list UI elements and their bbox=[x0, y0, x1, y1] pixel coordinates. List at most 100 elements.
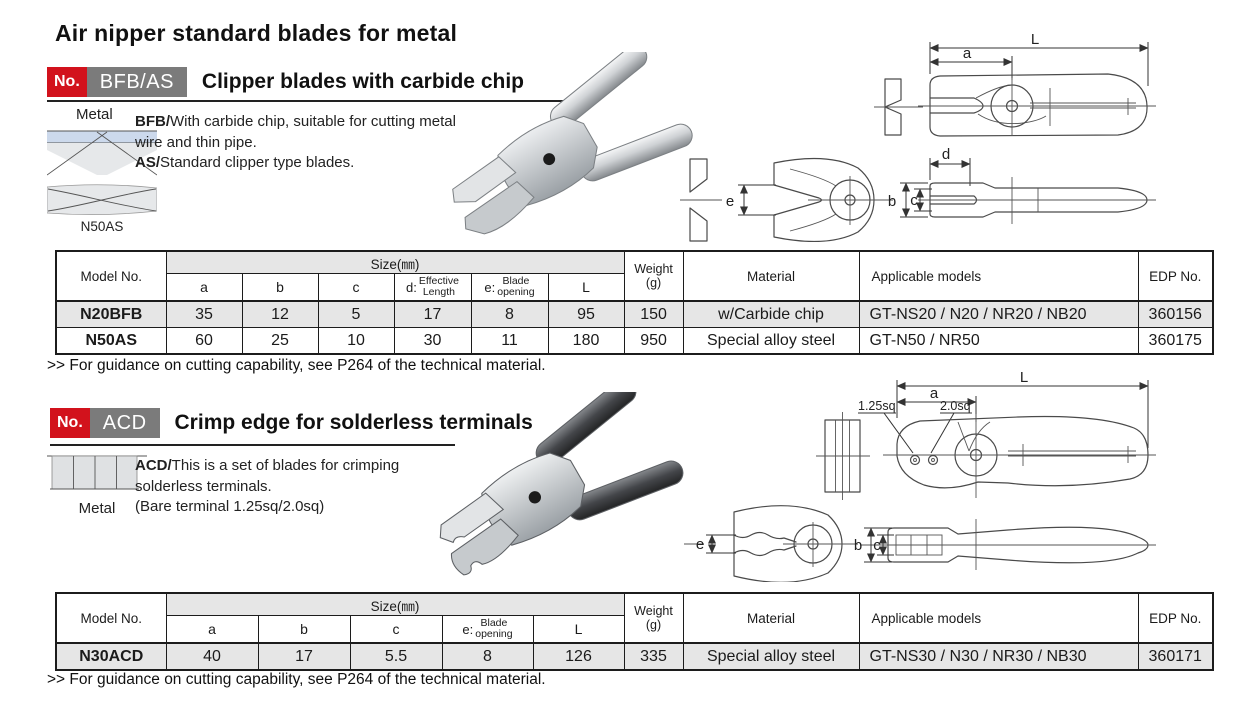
svg-text:e: e bbox=[726, 193, 734, 210]
series-code-badge: BFB/AS bbox=[86, 67, 187, 97]
col-header-c: c bbox=[317, 273, 395, 302]
dimension-e: e bbox=[726, 184, 776, 216]
title-underline bbox=[47, 100, 570, 102]
blade-section-symbol bbox=[816, 412, 870, 500]
technical-drawing-bfb: L a bbox=[680, 31, 1156, 242]
no-badge: No. bbox=[47, 67, 87, 97]
dimension-b: b bbox=[888, 182, 928, 218]
crimp-edge-diagram bbox=[47, 455, 147, 490]
cell-b: 17 bbox=[257, 642, 351, 671]
col-header-material: Material bbox=[682, 592, 860, 644]
description-line: ACD/This is a set of blades for crimping… bbox=[135, 456, 455, 497]
cell-L: 180 bbox=[547, 327, 625, 355]
cut-material-band bbox=[47, 131, 157, 143]
cell-model: N30ACD bbox=[55, 642, 167, 671]
product-description: BFB/With carbide chip, suitable for cutt… bbox=[135, 112, 487, 174]
crimp-band bbox=[51, 455, 138, 490]
cell-model: N50AS bbox=[55, 327, 167, 355]
pivot-hole bbox=[528, 491, 542, 504]
cell-L: 126 bbox=[532, 642, 625, 671]
cell-a: 60 bbox=[165, 327, 243, 355]
front-view bbox=[684, 505, 858, 582]
description-text: This is a set of blades for crimping sol… bbox=[135, 457, 400, 495]
spec-table-bfb-as: Model No. Size(㎜) Weight(g) Material App… bbox=[55, 250, 1215, 355]
table-row: N20BFB 35 12 5 17 8 95 150 w/Carbide chi… bbox=[55, 300, 1214, 328]
col-header-edp: EDP No. bbox=[1137, 250, 1214, 302]
description-text: (Bare terminal 1.25sq/2.0sq) bbox=[135, 498, 325, 516]
front-view bbox=[773, 157, 893, 242]
cell-c: 5 bbox=[317, 300, 395, 328]
upper-crimp-blade bbox=[439, 492, 505, 544]
col-header-applicable: Applicable models bbox=[858, 250, 1139, 302]
svg-text:b: b bbox=[854, 537, 862, 554]
material-label: Metal bbox=[78, 500, 116, 517]
blade-section-symbol bbox=[874, 78, 923, 136]
dimension-e: e bbox=[696, 534, 736, 554]
footnote: >> For guidance on cutting capability, s… bbox=[47, 357, 546, 374]
dimension-d: d bbox=[929, 146, 971, 186]
col-header-b: b bbox=[257, 615, 351, 644]
top-view bbox=[860, 519, 1156, 570]
section-title: Clipper blades with carbide chip bbox=[201, 70, 524, 93]
cell-c: 10 bbox=[317, 327, 395, 355]
product-photo-acd bbox=[439, 392, 684, 576]
svg-text:c: c bbox=[873, 537, 881, 554]
col-header-size: Size(㎜) bbox=[165, 250, 625, 274]
col-header-model: Model No. bbox=[55, 592, 167, 644]
footnote: >> For guidance on cutting capability, s… bbox=[47, 671, 546, 688]
cell-applicable: GT-N50 / NR50 bbox=[858, 327, 1139, 355]
cell-c: 5.5 bbox=[349, 642, 443, 671]
cell-e: 11 bbox=[470, 327, 549, 355]
table-row: N50AS 60 25 10 30 11 180 950 Special all… bbox=[55, 327, 1214, 355]
svg-text:2.0sq: 2.0sq bbox=[940, 399, 971, 413]
cell-a: 40 bbox=[165, 642, 259, 671]
lower-blade bbox=[464, 180, 535, 235]
terminal-size-callouts: 1.25sq 2.0sq bbox=[858, 399, 972, 454]
description-line: (Bare terminal 1.25sq/2.0sq) bbox=[135, 497, 455, 518]
material-label: Metal bbox=[76, 106, 113, 123]
section-title: Crimp edge for solderless terminals bbox=[174, 411, 533, 434]
svg-text:L: L bbox=[1031, 31, 1039, 48]
col-header-model: Model No. bbox=[55, 250, 167, 302]
diagram-caption: N50AS bbox=[80, 219, 124, 234]
cell-weight: 950 bbox=[623, 327, 684, 355]
svg-text:e: e bbox=[696, 536, 704, 553]
cell-weight: 150 bbox=[623, 300, 684, 328]
dimension-c: c bbox=[873, 534, 894, 556]
svg-text:c: c bbox=[910, 192, 918, 209]
cell-material: Special alloy steel bbox=[682, 327, 860, 355]
side-view bbox=[918, 73, 1156, 137]
col-header-size: Size(㎜) bbox=[165, 592, 625, 616]
col-header-weight: Weight(g) bbox=[623, 250, 684, 302]
description-lead: ACD/ bbox=[135, 457, 172, 474]
product-photo-bfb bbox=[452, 52, 693, 235]
cell-edp: 360171 bbox=[1137, 642, 1214, 671]
cell-applicable: GT-NS30 / N30 / NR30 / NB30 bbox=[858, 642, 1139, 671]
col-header-b: b bbox=[241, 273, 319, 302]
spec-table-acd: Model No. Size(㎜) Weight(g) Material App… bbox=[55, 592, 1215, 671]
cell-d: 17 bbox=[393, 300, 472, 328]
section-header-acd: No. ACD Crimp edge for solderless termin… bbox=[50, 408, 533, 438]
cell-weight: 335 bbox=[623, 642, 684, 671]
blade-body-shape bbox=[47, 143, 157, 175]
dimension-c: c bbox=[910, 188, 932, 212]
title-underline bbox=[50, 444, 455, 446]
blade-cross-section-diagram bbox=[47, 130, 157, 176]
description-lead: BFB/ bbox=[135, 113, 170, 130]
svg-text:b: b bbox=[888, 193, 896, 210]
svg-text:d: d bbox=[942, 146, 950, 163]
series-code-badge: ACD bbox=[89, 408, 160, 438]
svg-text:1.25sq: 1.25sq bbox=[858, 399, 896, 413]
cell-edp: 360175 bbox=[1137, 327, 1214, 355]
cell-edp: 360156 bbox=[1137, 300, 1214, 328]
cell-material: Special alloy steel bbox=[682, 642, 860, 671]
cell-model: N20BFB bbox=[55, 300, 167, 328]
description-text: With carbide chip, suitable for cutting … bbox=[135, 113, 456, 151]
no-badge: No. bbox=[50, 408, 90, 438]
pivot-hole bbox=[543, 153, 556, 166]
cell-e: 8 bbox=[441, 642, 534, 671]
